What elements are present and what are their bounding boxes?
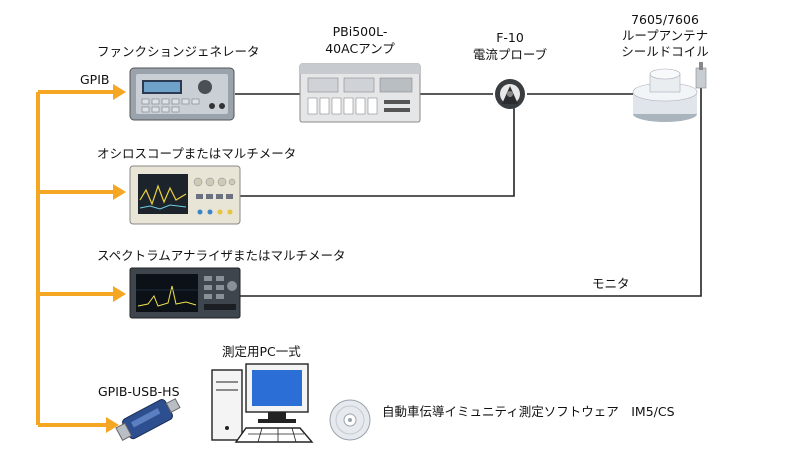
- antenna-label-line1: 7605/7606: [631, 12, 699, 27]
- spectrum-analyzer-icon: [129, 267, 241, 319]
- probe-label-line1: F-10: [496, 30, 524, 45]
- signal-wires: [235, 88, 702, 297]
- amplifier-icon: [299, 63, 421, 123]
- arrowhead-spectrum: [113, 286, 126, 302]
- wire-probe-to-oscilloscope: [240, 108, 515, 197]
- oscilloscope-label: オシロスコープまたはマルチメータ: [97, 146, 297, 161]
- amplifier-label-line2: 40ACアンプ: [325, 41, 395, 56]
- oscilloscope-icon: [129, 165, 241, 225]
- gpib-arrowheads: [106, 84, 126, 433]
- pc-label: 測定用PC一式: [222, 344, 301, 359]
- software-label: 自動車伝導イミュニティ測定ソフトウェア IM5/CS: [382, 404, 675, 419]
- software-cd-icon: [329, 399, 371, 441]
- function-generator-label: ファンクションジェネレータ: [97, 44, 260, 59]
- arrowhead-oscilloscope: [113, 184, 126, 200]
- arrowhead-function-generator: [113, 84, 126, 100]
- loop-antenna-icon: [632, 62, 707, 122]
- current-probe-icon: [495, 79, 525, 109]
- amplifier-label-line1: PBi500L-: [332, 24, 388, 39]
- gpib-bus: [36, 90, 115, 427]
- probe-label-line2: 電流プローブ: [472, 47, 548, 62]
- spectrum-label: スペクトラムアナライザまたはマルチメータ: [97, 248, 346, 263]
- wire-antenna-to-spectrum: [240, 88, 702, 297]
- pc-icon: [211, 363, 314, 443]
- adapter-label: GPIB-USB-HS: [98, 384, 180, 399]
- arrowhead-adapter: [106, 417, 119, 433]
- monitor-label: モニタ: [592, 276, 630, 291]
- function-generator-icon: [129, 67, 235, 121]
- gpib-usb-adapter-icon: [115, 398, 181, 441]
- gpib-label: GPIB: [80, 72, 110, 87]
- antenna-label-line3: シールドコイル: [621, 44, 709, 59]
- antenna-label-line2: ループアンテナ: [621, 28, 709, 43]
